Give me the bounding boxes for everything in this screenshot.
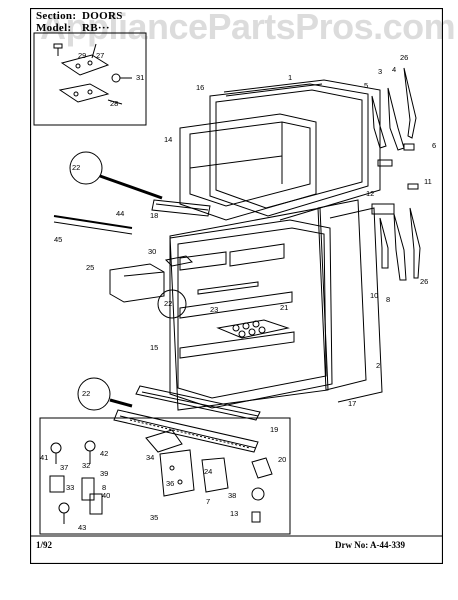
callout-12: 12 [366, 189, 374, 198]
section-value: DOORS [82, 10, 123, 22]
callout-24: 24 [204, 467, 212, 476]
callout-18: 18 [150, 211, 158, 220]
callout-26a: 26 [400, 53, 408, 62]
callout-8b: 8 [102, 483, 106, 492]
model-label: Model: [36, 22, 72, 34]
callout-22b: 22 [164, 299, 172, 308]
callout-7: 7 [206, 497, 210, 506]
section-label: Section: [36, 10, 77, 22]
callout-22a: 22 [72, 163, 80, 172]
callout-20: 20 [278, 455, 286, 464]
callout-33: 33 [66, 483, 74, 492]
callout-4: 4 [392, 65, 396, 74]
callout-14: 14 [164, 135, 172, 144]
callout-32: 32 [82, 461, 90, 470]
callout-19: 19 [270, 425, 278, 434]
callout-28: 28 [110, 99, 118, 108]
callout-3: 3 [378, 67, 382, 76]
exploded-view-drawing: 1 2 3 4 5 6 7 8 8 10 11 12 13 14 15 16 1… [30, 8, 443, 564]
callout-45: 45 [54, 235, 62, 244]
callout-25: 25 [86, 263, 94, 272]
callout-2: 2 [376, 361, 380, 370]
callout-17: 17 [348, 399, 356, 408]
callout-38: 38 [228, 491, 236, 500]
callout-11: 11 [424, 177, 432, 186]
model-value: RB··· [82, 22, 110, 34]
callout-15: 15 [150, 343, 158, 352]
callout-16: 16 [196, 83, 204, 92]
callout-8a: 8 [386, 295, 390, 304]
callout-29: 29 [78, 51, 86, 60]
callout-31: 31 [136, 73, 144, 82]
callout-6: 6 [432, 141, 436, 150]
drawing-number: Drw No: A-44-339 [335, 540, 405, 550]
callout-1: 1 [288, 73, 292, 82]
callout-30: 30 [148, 247, 156, 256]
callout-40: 40 [102, 491, 110, 500]
callout-13: 13 [230, 509, 238, 518]
callout-35: 35 [150, 513, 158, 522]
callout-26b: 26 [420, 277, 428, 286]
callout-10: 10 [370, 291, 378, 300]
callout-5: 5 [364, 81, 368, 90]
callout-43: 43 [78, 523, 86, 532]
callout-41: 41 [40, 453, 48, 462]
callout-44: 44 [116, 209, 124, 218]
callout-27: 27 [96, 51, 104, 60]
callout-42: 42 [100, 449, 108, 458]
callout-36: 36 [166, 479, 174, 488]
callout-39: 39 [100, 469, 108, 478]
callout-22c: 22 [82, 389, 90, 398]
callout-21: 21 [280, 303, 288, 312]
callout-23: 23 [210, 305, 218, 314]
callout-34: 34 [146, 453, 154, 462]
footer-date: 1/92 [36, 540, 53, 550]
callout-37: 37 [60, 463, 68, 472]
